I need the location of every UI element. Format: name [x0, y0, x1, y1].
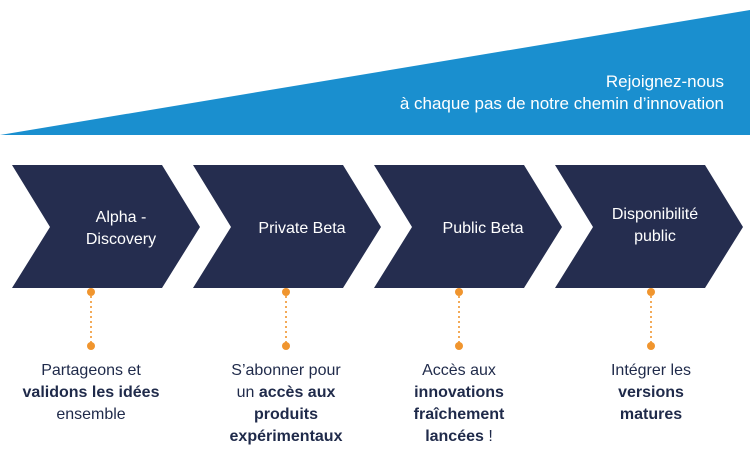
chevron-stage-2: [193, 165, 381, 288]
stage-2-description: S’abonner pour un accès aux produits exp…: [229, 362, 343, 445]
process-chevrons: [12, 165, 743, 288]
banner-wedge: [0, 10, 750, 135]
stage-label: Private Beta: [258, 220, 346, 237]
banner-line-2: à chaque pas de notre chemin d’innovatio…: [399, 94, 724, 113]
connector-4: [647, 288, 655, 350]
stage-1-description: Partageons et validons les idées ensembl…: [22, 362, 160, 423]
connector-2: [282, 288, 290, 350]
stage-label: Alpha -Discovery: [85, 209, 157, 248]
stage-label: Public Beta: [442, 220, 524, 237]
chevron-stage-4: [555, 165, 743, 288]
stage-4-description: Intégrer les versions matures: [610, 362, 692, 423]
stage-3-description: Accès aux innovations fraîchement lancée…: [413, 362, 505, 445]
chevron-stage-1: [12, 165, 200, 288]
connector-3: [455, 288, 463, 350]
connector-1: [87, 288, 95, 350]
chevron-stage-3: [374, 165, 562, 288]
banner-line-1: Rejoignez-nous: [605, 72, 724, 91]
